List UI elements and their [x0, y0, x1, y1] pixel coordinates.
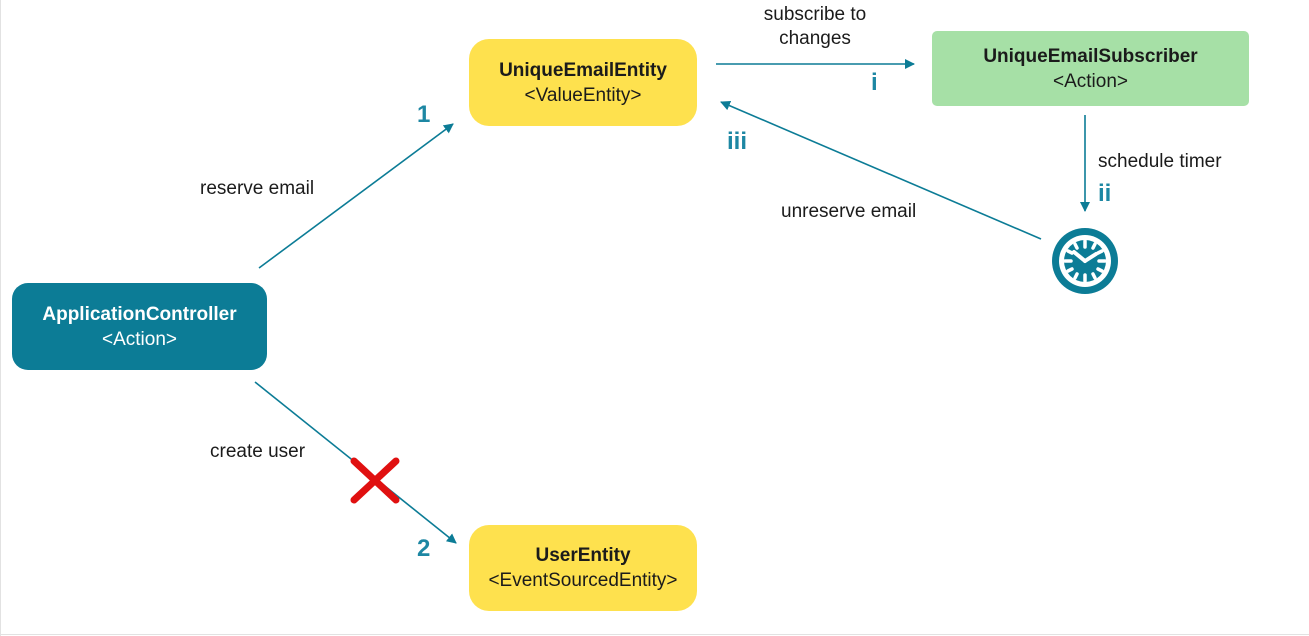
unique-email-subscriber-node: UniqueEmailSubscriber <Action> [932, 31, 1249, 106]
arrow-unreserve [720, 100, 1042, 240]
frame-border-left [0, 0, 1, 636]
node-subtitle: <EventSourcedEntity> [488, 570, 678, 591]
step-iii: iii [727, 128, 748, 155]
reserve-email-label: reserve email [200, 178, 315, 199]
node-title: ApplicationController [42, 303, 237, 325]
node-subtitle: <Action> [102, 328, 177, 350]
unreserve-email-label: unreserve email [781, 201, 917, 222]
subscribe-label-line1: subscribe to [763, 4, 867, 25]
red-x-icon [350, 457, 400, 504]
application-controller-node: ApplicationController <Action> [12, 283, 267, 370]
clock-icon [1052, 228, 1118, 294]
create-user-label: create user [210, 441, 306, 462]
node-subtitle: <ValueEntity> [524, 84, 642, 106]
schedule-timer-label: schedule timer [1098, 151, 1222, 172]
subscribe-label-line2: changes [779, 28, 851, 49]
node-title: UniqueEmailEntity [499, 59, 667, 81]
node-title: UserEntity [535, 545, 631, 566]
frame-border-bottom [0, 634, 1309, 635]
step-i: i [871, 69, 878, 96]
node-subtitle: <Action> [1053, 70, 1128, 92]
step-ii: ii [1098, 180, 1112, 207]
node-title: UniqueEmailSubscriber [983, 45, 1198, 67]
step-1: 1 [417, 101, 431, 128]
step-2: 2 [417, 535, 431, 562]
unique-email-entity-node: UniqueEmailEntity <ValueEntity> [469, 39, 697, 126]
arrow-reserve [258, 123, 454, 269]
user-entity-node: UserEntity <EventSourcedEntity> [469, 525, 697, 611]
subscribe-label: subscribe to changes [735, 3, 895, 51]
